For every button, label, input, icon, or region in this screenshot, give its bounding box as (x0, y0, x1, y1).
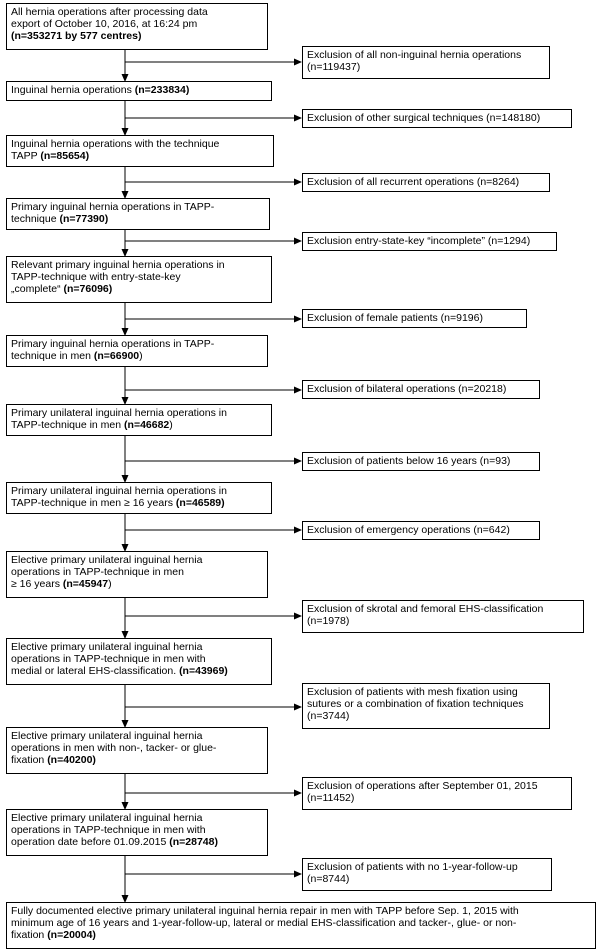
step-count-tail: ) (139, 350, 143, 363)
step-box-fixation: Elective primary unilateral inguinal her… (6, 727, 268, 774)
step-count: (n=85654) (40, 150, 90, 163)
step-count-tail: ) (169, 419, 173, 432)
exclusion-box-mesh-fixation: Exclusion of patients with mesh fixation… (302, 683, 550, 729)
exclusion-box-skrotal-femoral: Exclusion of skrotal and femoral EHS-cla… (302, 600, 584, 633)
exclusion-box-incomplete: Exclusion entry-state-key “incomplete” (… (302, 232, 557, 251)
step-text: Fully documented elective primary unilat… (11, 905, 519, 942)
step-count: (n=46589) (175, 497, 225, 510)
step-count: (n=40200) (47, 754, 96, 767)
exclusion-box-emergency: Exclusion of emergency operations (n=642… (302, 521, 540, 540)
step-text: Primary inguinal hernia operations in TA… (11, 338, 215, 363)
exclusion-box-other-techniques: Exclusion of other surgical techniques (… (302, 109, 572, 128)
step-count: (n=28748) (169, 836, 218, 849)
step-text: Inguinal hernia operations (11, 84, 135, 96)
step-box-complete: Relevant primary inguinal hernia operati… (6, 256, 272, 303)
step-count-tail: ) (108, 578, 112, 591)
exclusion-box-no-followup: Exclusion of patients with no 1-year-fol… (302, 858, 552, 891)
step-count: (n=46682 (124, 419, 170, 432)
step-box-elective: Elective primary unilateral inguinal her… (6, 551, 268, 598)
step-text: Inguinal hernia operations with the tech… (11, 138, 220, 163)
exclusion-box-non-inguinal: Exclusion of all non-inguinal hernia ope… (302, 46, 550, 79)
step-text: Primary unilateral inguinal hernia opera… (11, 485, 227, 510)
step-text: Elective primary unilateral inguinal her… (11, 641, 206, 678)
exclusion-box-bilateral: Exclusion of bilateral operations (n=202… (302, 380, 540, 399)
step-box-men: Primary inguinal hernia operations in TA… (6, 335, 268, 367)
step-count: (n=77390) (59, 213, 109, 226)
step-text: Relevant primary inguinal hernia operati… (11, 259, 225, 296)
exclusion-box-recurrent: Exclusion of all recurrent operations (n… (302, 173, 550, 192)
exclusion-box-below-16: Exclusion of patients below 16 years (n=… (302, 452, 540, 471)
step-count: (n=233834) (134, 84, 190, 96)
step-box-inguinal: Inguinal hernia operations (n=233834) (6, 81, 272, 101)
step-box-ehs: Elective primary unilateral inguinal her… (6, 638, 272, 685)
step-count: (n=43969) (179, 665, 228, 678)
step-text: Elective primary unilateral inguinal her… (11, 730, 217, 767)
exclusion-box-female: Exclusion of female patients (n=9196) (302, 309, 527, 328)
step-text: Elective primary unilateral inguinal her… (11, 812, 206, 849)
step-box-all-operations: All hernia operations after processing d… (6, 3, 268, 50)
step-count: (n=353271 by 577 centres) (11, 30, 142, 43)
step-count: (n=66900 (93, 350, 140, 363)
step-box-primary: Primary inguinal hernia operations in TA… (6, 198, 270, 230)
step-count: (n=45947 (62, 578, 109, 591)
step-box-unilateral: Primary unilateral inguinal hernia opera… (6, 404, 272, 436)
step-count: (n=20004) (47, 929, 96, 942)
step-box-date: Elective primary unilateral inguinal her… (6, 809, 268, 856)
step-box-final: Fully documented elective primary unilat… (6, 902, 596, 949)
step-count: (n=76096) (63, 283, 113, 296)
step-text: Primary unilateral inguinal hernia opera… (11, 407, 227, 432)
step-text: Primary inguinal hernia operations in TA… (11, 201, 215, 226)
step-text: All hernia operations after processing d… (11, 6, 208, 31)
exclusion-box-after-sept: Exclusion of operations after September … (302, 777, 572, 810)
step-text: Elective primary unilateral inguinal her… (11, 554, 203, 591)
step-box-age: Primary unilateral inguinal hernia opera… (6, 482, 272, 514)
step-box-tapp: Inguinal hernia operations with the tech… (6, 135, 274, 167)
